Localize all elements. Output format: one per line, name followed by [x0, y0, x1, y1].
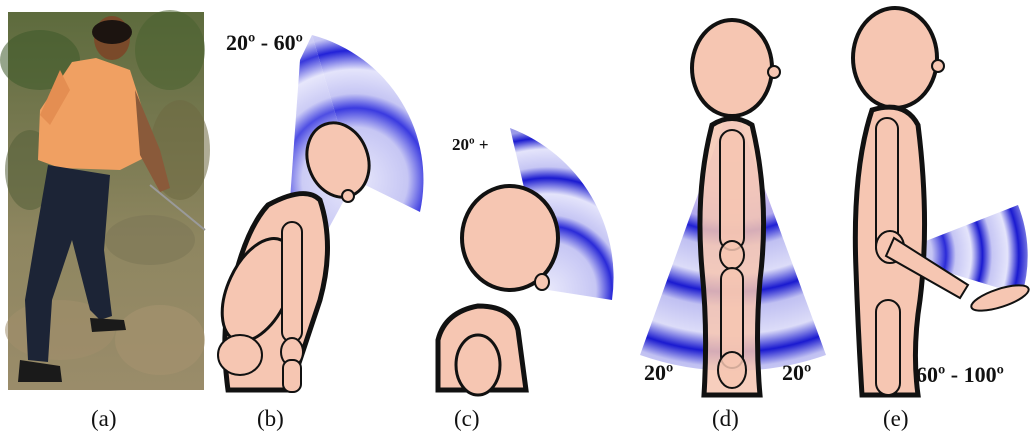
- angle-label-c: 20º +: [452, 135, 489, 154]
- caption-a: (a): [91, 406, 117, 432]
- caption-b: (b): [257, 406, 284, 432]
- diagram-panel-c: 20º +: [438, 128, 614, 395]
- caption-d: (d): [712, 406, 739, 432]
- diagram-panel-e: 60º - 100º: [853, 8, 1031, 395]
- right-angle-label-d: 20º: [782, 360, 811, 385]
- photo-panel-a: [0, 10, 210, 390]
- angle-label-b: 20º - 60º: [226, 30, 303, 55]
- caption-e: (e): [883, 406, 909, 432]
- angle-label-e: 60º - 100º: [916, 362, 1004, 387]
- left-angle-label-d: 20º: [644, 360, 673, 385]
- diagram-panel-d: 20º 20º: [640, 20, 826, 395]
- caption-c: (c): [454, 406, 480, 432]
- mannequin-e: [853, 8, 1031, 395]
- mannequin-c: [438, 186, 558, 395]
- diagram-panel-b: 20º - 60º: [208, 30, 424, 392]
